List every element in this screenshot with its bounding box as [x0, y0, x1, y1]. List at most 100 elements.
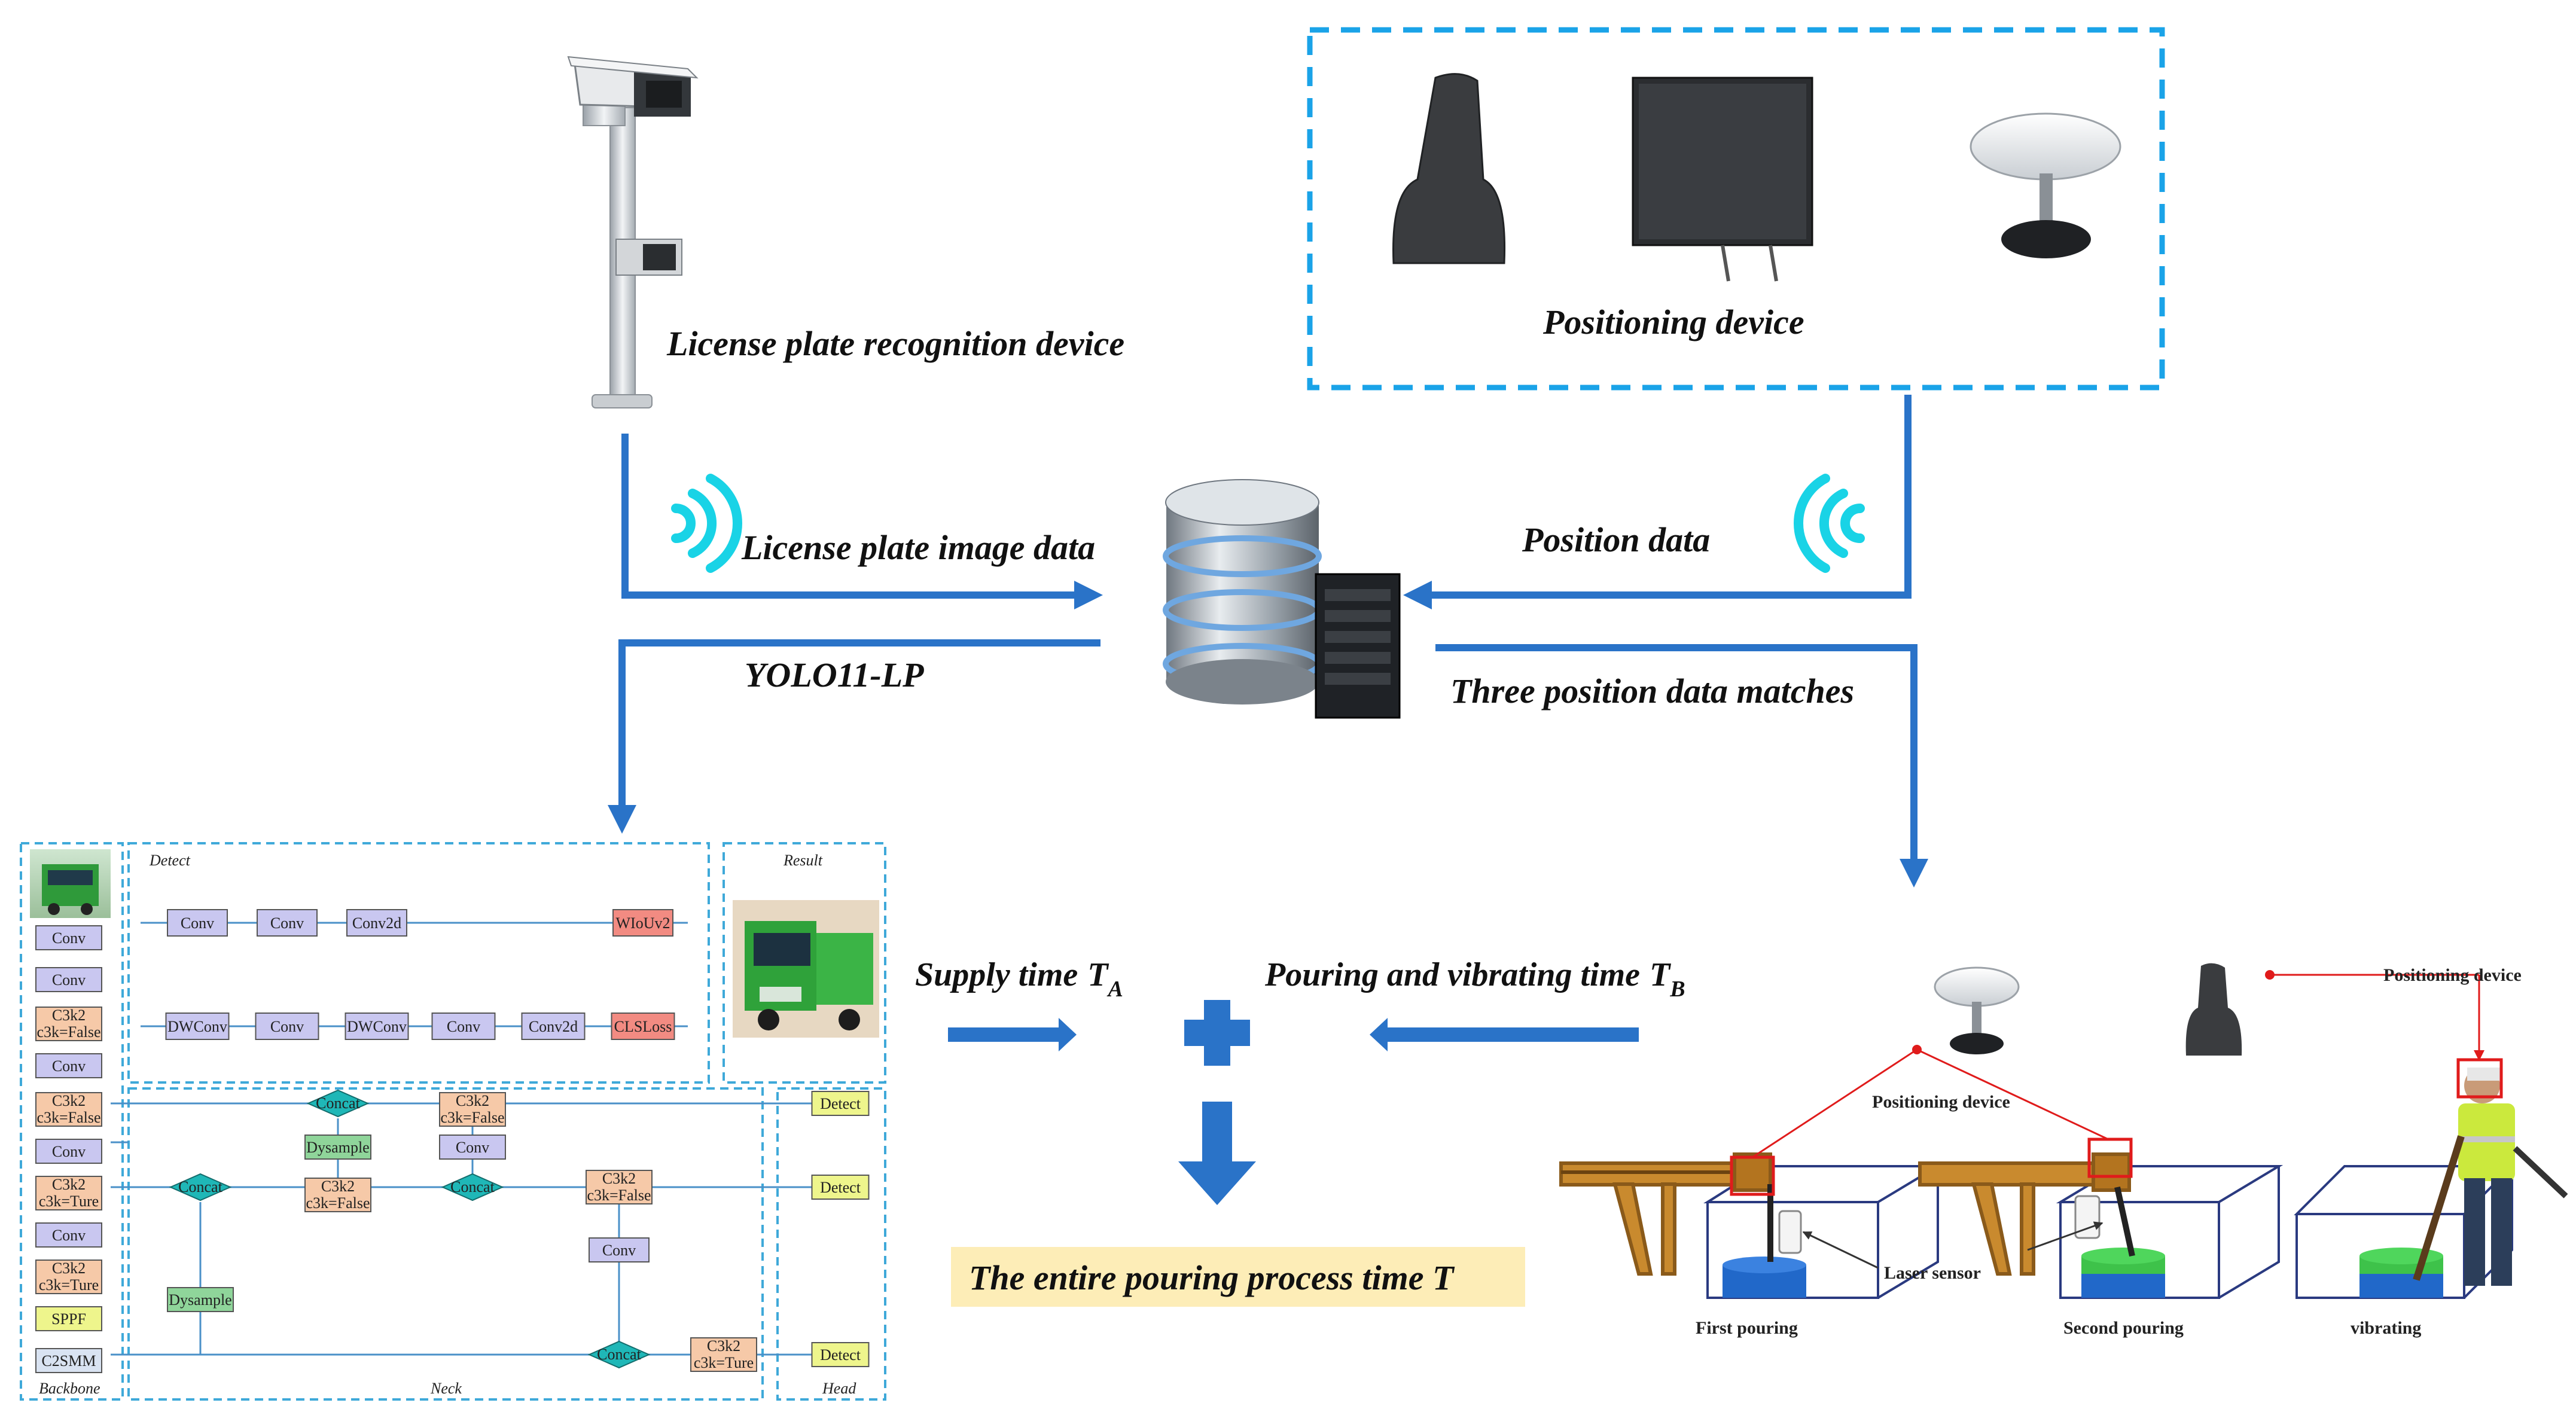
gnss-antenna-icon	[1970, 112, 2121, 258]
detect-node: Conv2d	[521, 1013, 586, 1040]
receiver-box-icon	[1632, 77, 1813, 282]
concat-node: Concat	[306, 1089, 370, 1118]
pouring-time-variable: T	[1650, 956, 1672, 993]
detect-node-label: Conv	[447, 1018, 480, 1035]
result-truck-image	[733, 900, 879, 1038]
dysample-node-label: Dysample	[306, 1139, 369, 1156]
detect-node: CLSLoss	[611, 1013, 675, 1040]
positioning-device-label-scene-2: Positioning device	[2383, 965, 2522, 985]
conv-node: Conv	[439, 1135, 506, 1160]
laser-sensor-label: Laser sensor	[1884, 1263, 1981, 1283]
supply-time-subscript: A	[1106, 977, 1123, 1002]
laser-sensor-icon	[1778, 1210, 1802, 1254]
yolo-label: YOLO11-LP	[745, 655, 924, 694]
detect-title: Detect	[149, 852, 191, 869]
wifi-signal-icon	[1794, 474, 1865, 573]
positioning-device-box	[1307, 27, 2165, 391]
concat-node-label: Concat	[178, 1178, 222, 1196]
head-detect-node-label: Detect	[820, 1346, 861, 1364]
backbone-node-label: Conv	[52, 971, 86, 989]
neck-title: Neck	[430, 1380, 462, 1397]
dysample-node-label: Dysample	[169, 1291, 231, 1309]
backbone-node: SPPF	[35, 1306, 102, 1331]
detect-panel	[127, 842, 710, 1084]
detect-node: Conv	[255, 1013, 319, 1040]
detect-node: Conv	[431, 1013, 496, 1040]
pouring-time-label: Pouring and vibrating time TB	[1264, 956, 1685, 1002]
backbone-node: Conv	[35, 1053, 102, 1078]
concat-node-label: Concat	[597, 1346, 641, 1363]
result-panel	[723, 842, 886, 1084]
detect-node: Conv2d	[346, 909, 407, 937]
lpr-camera-icon	[567, 56, 699, 408]
network-architecture: Detect Result Backbone Neck Head	[20, 842, 886, 1401]
truck-thumbnail	[30, 849, 111, 918]
detect-node-label: Conv2d	[529, 1018, 578, 1035]
construction-scene: Positioning device Positioning device La…	[1559, 963, 2568, 1338]
backbone-node: Conv	[35, 967, 102, 992]
concat-node: Concat	[587, 1340, 651, 1369]
second-pouring-label: Second pouring	[2063, 1318, 2184, 1338]
backbone-node-label: Conv	[52, 1057, 86, 1075]
lpr-device-label: License plate recognition device	[666, 324, 1124, 363]
conv-node: Conv	[589, 1237, 650, 1262]
concat-node-label: Concat	[450, 1178, 495, 1196]
backbone-node-label: Conv	[52, 929, 86, 947]
concat-node: Concat	[169, 1173, 232, 1201]
three-position-matches-label: Three position data matches	[1450, 672, 1854, 710]
head-detect-node: Detect	[811, 1342, 870, 1367]
flow-arrows	[608, 395, 1928, 888]
supply-time-variable: T	[1087, 956, 1109, 993]
backbone-node: C2SMM	[35, 1348, 102, 1373]
wifi-signal-icon	[671, 474, 742, 573]
head-detect-node: Detect	[811, 1175, 870, 1200]
backbone-node: Conv	[35, 1222, 102, 1248]
concat-node: Concat	[441, 1173, 504, 1201]
equation-arrows	[948, 1000, 1639, 1205]
dysample-node: Dysample	[304, 1135, 371, 1160]
conv-node-label: Conv	[456, 1139, 489, 1156]
detect-node: WIoUv2	[612, 909, 673, 937]
backbone-title: Backbone	[39, 1380, 100, 1397]
detect-node-label: WIoUv2	[616, 914, 670, 932]
first-pouring-label: First pouring	[1696, 1318, 1798, 1338]
positioning-device-label: Positioning device	[1542, 303, 1804, 341]
crane-icon	[1559, 1152, 1773, 1276]
detect-node-label: Conv	[270, 1018, 304, 1035]
positioning-device-label-scene-1: Positioning device	[1872, 1092, 2010, 1112]
head-detect-node: Detect	[811, 1091, 870, 1116]
detect-node: DWConv	[165, 1013, 230, 1040]
backbone-node-label: Conv	[52, 1227, 86, 1244]
pouring-time-text: Pouring and vibrating time	[1264, 956, 1640, 993]
crane-icon	[1918, 1152, 2135, 1276]
concat-node-label: Concat	[316, 1094, 360, 1112]
detect-node: Conv	[167, 909, 228, 937]
detect-node-label: DWConv	[167, 1018, 227, 1035]
worker-icon	[2413, 1068, 2568, 1286]
gnss-antenna-icon	[1934, 966, 2020, 1054]
backbone-node-label: SPPF	[51, 1310, 86, 1328]
backbone-node-label: C2SMM	[41, 1352, 96, 1370]
rubber-antenna-icon	[1392, 73, 1506, 264]
head-detect-node-label: Detect	[820, 1179, 861, 1196]
pouring-time-subscript: B	[1669, 977, 1685, 1002]
neck-panel	[127, 1087, 764, 1401]
backbone-node: Conv	[35, 1139, 102, 1164]
rubber-antenna-icon	[2185, 963, 2242, 1056]
conv-node-label: Conv	[602, 1242, 636, 1259]
head-panel	[776, 1087, 886, 1401]
